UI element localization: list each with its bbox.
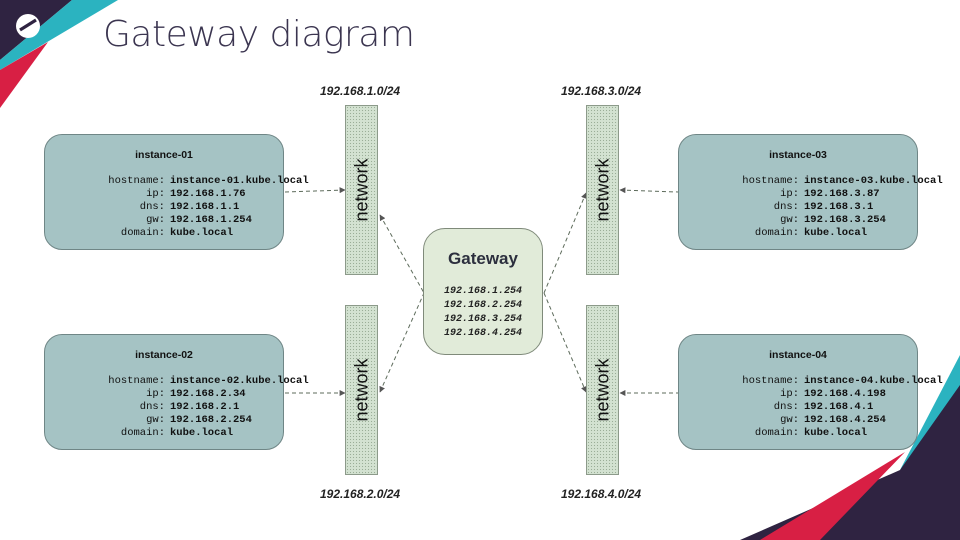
subnet-label: 192.168.3.0/24: [561, 84, 642, 98]
network-label: network: [592, 358, 612, 422]
field-label: hostname:: [742, 175, 799, 187]
network-label: network: [351, 158, 371, 222]
instance-name: instance-03: [769, 149, 827, 161]
field-label: domain:: [120, 227, 165, 239]
gateway-ip: 192.168.3.254: [443, 314, 522, 325]
corner-red-shape-br: [760, 452, 905, 540]
instance-box-04: instance-04 hostname: instance-04.kube.lo…: [678, 334, 943, 450]
field-value: 192.168.4.1: [804, 401, 874, 413]
field-label: domain:: [754, 227, 799, 239]
instance-details: hostname: instance-02.kube.local ip: 192.1…: [45, 375, 309, 440]
gateway-ip: 192.168.1.254: [443, 286, 522, 297]
network-bar-2: network: [345, 305, 378, 475]
field-label: domain:: [754, 427, 799, 439]
corner-red-shape: [0, 42, 48, 108]
link-gateway-network4: [543, 292, 587, 393]
instance-name: instance-01: [135, 149, 193, 161]
link-instance-01-network: [284, 187, 346, 194]
field-value: 192.168.3.87: [804, 188, 880, 200]
field-value: 192.168.3.254: [804, 214, 886, 226]
field-value: instance-01.kube.local: [170, 175, 309, 187]
field-label: domain:: [120, 427, 165, 439]
field-label: hostname:: [742, 375, 799, 387]
gateway-box: Gateway 192.168.1.254 192.168.2.254 192.…: [423, 228, 543, 355]
field-label: dns:: [773, 201, 799, 213]
field-value: instance-03.kube.local: [804, 175, 943, 187]
instance-box-01: instance-01 hostname: instance-01.kube.lo…: [44, 134, 309, 250]
field-value: 192.168.2.34: [170, 388, 246, 400]
corner-dark-shape-br: [740, 385, 960, 540]
field-value: kube.local: [804, 427, 868, 439]
field-value: instance-04.kube.local: [804, 375, 943, 387]
field-value: instance-02.kube.local: [170, 375, 309, 387]
link-network2-gateway: [379, 292, 425, 393]
instance-details: hostname: instance-04.kube.local ip: 192.1…: [679, 375, 943, 440]
subnet-label: 192.168.4.0/24: [561, 487, 642, 501]
instance-details: hostname: instance-03.kube.local ip: 192.1…: [679, 175, 943, 240]
logo-icon: [16, 14, 40, 38]
link-network1-gateway: [379, 214, 425, 294]
network-label: network: [351, 358, 371, 422]
instance-name: instance-02: [135, 349, 193, 361]
instance-name: instance-04: [769, 349, 827, 361]
field-label: ip:: [146, 388, 165, 400]
field-label: dns:: [139, 401, 165, 413]
field-label: ip:: [146, 188, 165, 200]
field-label: gw:: [146, 414, 165, 426]
instance-box-02: instance-02 hostname: instance-02.kube.lo…: [44, 334, 309, 450]
field-value: 192.168.3.1: [804, 201, 874, 213]
corner-teal-shape: [0, 0, 118, 70]
field-value: 192.168.1.254: [170, 214, 252, 226]
subnet-label: 192.168.1.0/24: [320, 84, 401, 98]
link-gateway-network3: [543, 192, 587, 294]
field-label: dns:: [773, 401, 799, 413]
instance-box-03: instance-03 hostname: instance-03.kube.lo…: [678, 134, 943, 250]
field-label: gw:: [146, 214, 165, 226]
field-value: 192.168.4.254: [804, 414, 886, 426]
field-label: ip:: [780, 388, 799, 400]
field-value: 192.168.1.76: [170, 188, 246, 200]
gateway-ip: 192.168.2.254: [443, 300, 522, 311]
field-label: hostname:: [108, 175, 165, 187]
page-title: Gateway diagram: [103, 14, 415, 55]
field-label: hostname:: [108, 375, 165, 387]
link-network-instance-03: [619, 187, 679, 194]
gateway-ip: 192.168.4.254: [443, 328, 522, 339]
network-bar-4: network: [586, 305, 619, 475]
network-label: network: [592, 158, 612, 222]
field-value: kube.local: [170, 227, 234, 239]
field-value: 192.168.2.254: [170, 414, 252, 426]
field-label: dns:: [139, 201, 165, 213]
field-label: gw:: [780, 214, 799, 226]
subnet-label: 192.168.2.0/24: [320, 487, 401, 501]
field-value: 192.168.1.1: [170, 201, 240, 213]
gateway-name: Gateway: [448, 249, 518, 268]
instance-details: hostname: instance-01.kube.local ip: 192.1…: [45, 175, 309, 240]
field-value: 192.168.4.198: [804, 388, 886, 400]
network-bar-1: network: [345, 105, 378, 275]
field-value: kube.local: [170, 427, 234, 439]
gateway-ip-list: 192.168.1.254 192.168.2.254 192.168.3.25…: [424, 285, 542, 341]
network-bar-3: network: [586, 105, 619, 275]
field-value: kube.local: [804, 227, 868, 239]
field-value: 192.168.2.1: [170, 401, 240, 413]
field-label: ip:: [780, 188, 799, 200]
field-label: gw:: [780, 414, 799, 426]
